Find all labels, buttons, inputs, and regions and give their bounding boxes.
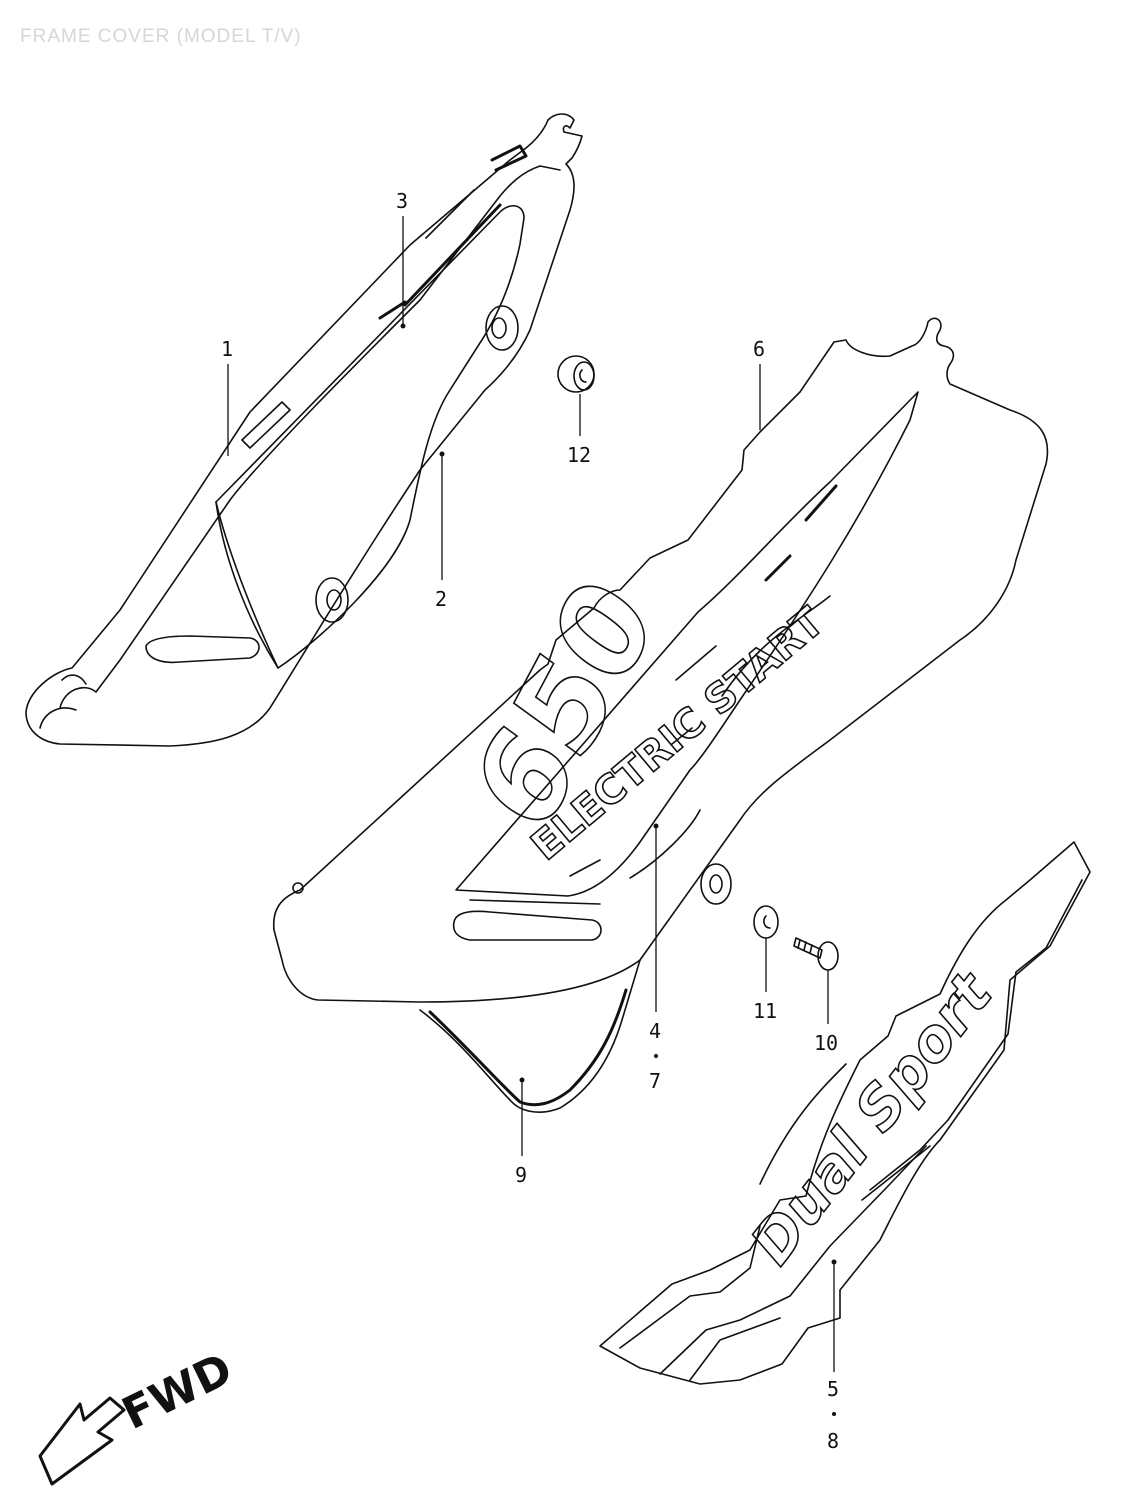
callout-4: 4 xyxy=(649,1019,661,1043)
callout-10: 10 xyxy=(814,1031,838,1055)
callout-2: 2 xyxy=(435,587,447,611)
callout-7: 7 xyxy=(649,1069,661,1093)
cushion-12 xyxy=(557,355,595,393)
fwd-label: FWD xyxy=(114,1344,240,1440)
arrow-left-icon xyxy=(38,1396,126,1486)
callout-8: 8 xyxy=(827,1429,839,1453)
washer-11 xyxy=(753,905,779,939)
decal-650: 650 ELECTRIC START xyxy=(449,552,834,870)
decal-dual-sport: Dual Sport xyxy=(737,959,1006,1277)
forward-direction-indicator: FWD xyxy=(38,1344,240,1486)
callout-6: 6 xyxy=(753,337,765,361)
callout-11: 11 xyxy=(753,999,777,1023)
frame-cover-right xyxy=(272,317,1049,1113)
screw-10 xyxy=(793,937,839,971)
diagram-title: FRAME COVER (MODEL T/V) xyxy=(20,26,302,47)
leader-lines xyxy=(227,216,837,1372)
callout-12: 12 xyxy=(567,443,591,467)
callout-1: 1 xyxy=(221,337,233,361)
frame-cover-left xyxy=(25,113,583,747)
callout-labels: 1 2 3 4 7 5 8 6 9 10 11 12 xyxy=(221,189,839,1453)
callout-5: 5 xyxy=(827,1377,839,1401)
callout-3: 3 xyxy=(396,189,408,213)
callout-9: 9 xyxy=(515,1163,527,1187)
dual-sport-strip: Dual Sport xyxy=(599,841,1091,1385)
